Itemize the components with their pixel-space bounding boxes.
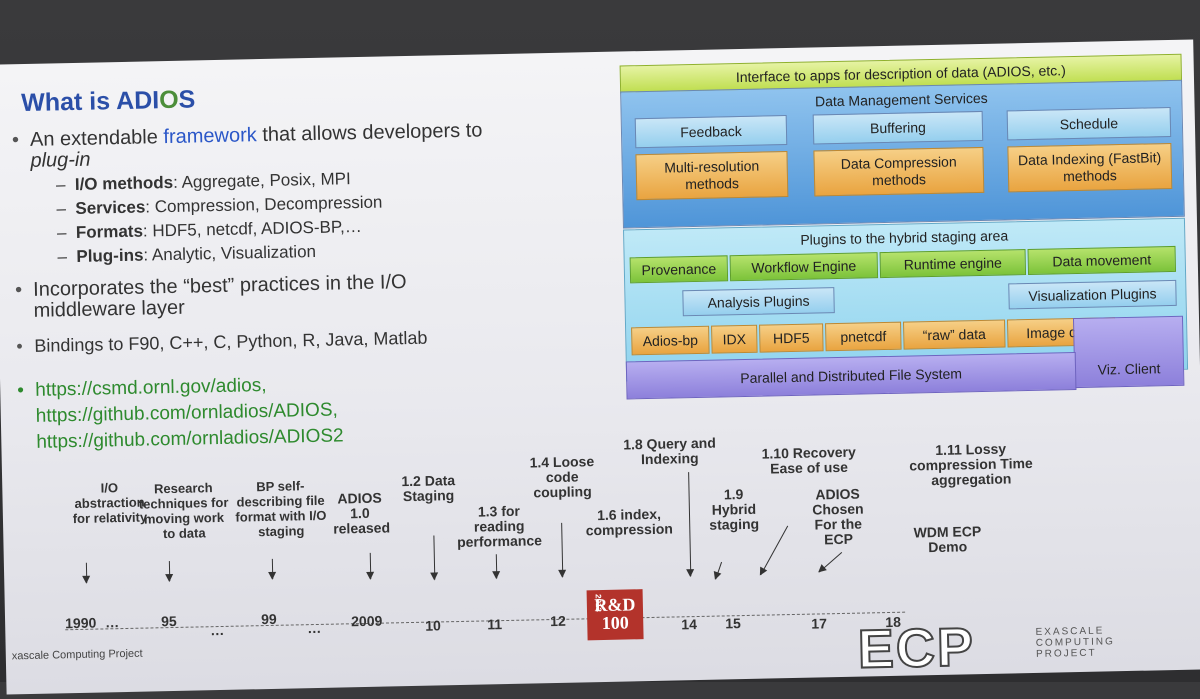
analysis-plugins-box: Analysis Plugins: [682, 287, 835, 317]
year-14: 14: [681, 616, 698, 633]
indexing-box: Data Indexing (FastBit) methods: [1007, 142, 1173, 193]
timeline-axis: [65, 611, 906, 631]
runtime-box: Runtime engine: [879, 249, 1027, 279]
dots-3: …: [307, 619, 322, 637]
arrow-12: [561, 522, 564, 577]
event-reading-perf: 1.3 for reading performance: [456, 502, 543, 551]
year-99: 99: [260, 610, 277, 628]
bullet-links: •https://csmd.ornl.gov/adios, https://gi…: [17, 374, 344, 453]
arrow-hybrid: [715, 561, 723, 580]
year-1990: 1990: [64, 614, 97, 632]
footer-org: xascale Computing Project: [11, 647, 143, 663]
workflow-box: Workflow Engine: [729, 252, 879, 282]
filesystem-box: Parallel and Distributed File System: [625, 352, 1077, 400]
adios-logo-o: O: [158, 85, 179, 115]
pnetcdf-box: pnetcdf: [825, 321, 902, 352]
slide-title: What is ADIOS: [20, 85, 196, 118]
year-12: 12: [550, 612, 566, 630]
year-15: 15: [725, 615, 742, 632]
ecp-logo: ECP: [856, 616, 976, 680]
architecture-diagram: Interface to apps for description of dat…: [0, 40, 1193, 400]
multires-box: Multi-resolution methods: [635, 151, 789, 201]
arrow-10: [433, 535, 436, 580]
raw-data-box: “raw” data: [903, 319, 1006, 350]
event-adios-1-0: ADIOS 1.0 released: [333, 489, 391, 537]
event-index-compression: 1.6 index, compression: [585, 505, 674, 539]
arrow-recovery: [760, 525, 789, 576]
adios-bp-box: Adios-bp: [631, 325, 710, 356]
event-lossy: 1.11 Lossy compression Time aggregation: [909, 440, 1033, 489]
event-bp-format: BP self-describing file format with I/O …: [235, 478, 327, 540]
compression-box: Data Compression methods: [813, 146, 985, 197]
link-github-adios[interactable]: https://github.com/ornladios/ADIOS,: [35, 399, 339, 427]
arrow-95: [168, 561, 171, 582]
schedule-box: Schedule: [1006, 106, 1172, 141]
sub-io-methods: – I/O methods: Aggregate, Posix, MPI: [55, 169, 351, 195]
slide: What is ADIOS •An extendable framework t…: [0, 39, 1200, 695]
arrow-ecp: [818, 551, 843, 573]
buffering-box: Buffering: [812, 110, 984, 145]
link-csmd[interactable]: https://csmd.ornl.gov/adios,: [35, 374, 267, 401]
arrow-99: [271, 558, 274, 579]
link-github-adios2[interactable]: https://github.com/ornladios/ADIOS2: [36, 425, 344, 453]
sub-formats: – Formats: HDF5, netcdf, ADIOS-BP,…: [56, 216, 362, 243]
dots-2: …: [210, 621, 225, 639]
year-2009: 2009: [350, 612, 383, 630]
datamovement-box: Data movement: [1027, 245, 1177, 276]
ecp-logo-text: EXASCALE COMPUTING PROJECT: [1035, 625, 1115, 660]
arrow-14: [688, 472, 692, 577]
bullet-best-practices: •Incorporates the “best” practices in th…: [14, 271, 407, 322]
feedback-box: Feedback: [634, 115, 788, 149]
rd100-award-badge: 2013 R&D 100: [586, 589, 644, 641]
year-95: 95: [160, 612, 177, 630]
arrow-11: [495, 554, 498, 579]
year-11: 11: [487, 616, 503, 633]
arrow-2009: [369, 552, 372, 579]
event-research: Research techniques for moving work to d…: [138, 480, 229, 542]
sub-plugins: – Plug-ins: Analytic, Visualization: [57, 241, 317, 267]
bullet-framework: •An extendable framework that allows dev…: [11, 119, 483, 172]
sub-services: – Services: Compression, Decompression: [56, 192, 383, 219]
arrow-1990: [85, 562, 88, 583]
year-10: 10: [425, 617, 442, 634]
event-query: 1.8 Query and Indexing: [623, 434, 716, 468]
event-hybrid-staging: 1.9 Hybrid staging: [709, 486, 760, 533]
idx-box: IDX: [711, 324, 758, 354]
provenance-box: Provenance: [629, 255, 729, 284]
event-code-coupling: 1.4 Loose code coupling: [529, 453, 595, 501]
event-data-staging: 1.2 Data Staging: [401, 472, 456, 505]
event-ecp-chosen: ADIOS Chosen For the ECP: [812, 485, 864, 548]
bullet-bindings: •Bindings to F90, C++, C, Python, R, Jav…: [16, 327, 428, 357]
dots-1: …: [104, 614, 120, 631]
viz-plugins-box: Visualization Plugins: [1008, 279, 1177, 310]
year-17: 17: [811, 615, 828, 632]
hdf5-box: HDF5: [759, 323, 824, 353]
event-wdm-demo: WDM ECP Demo: [913, 523, 982, 556]
event-recovery: 1.10 Recovery Ease of use: [761, 443, 856, 477]
viz-client-box: Viz. Client: [1072, 315, 1185, 389]
